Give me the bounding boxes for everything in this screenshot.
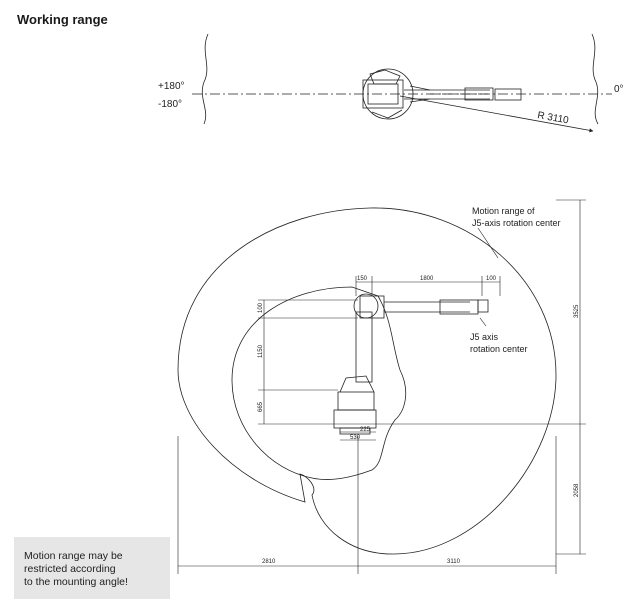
dim-base-height: 665 — [258, 401, 264, 412]
break-line-right — [591, 33, 599, 125]
radius-arrow — [399, 95, 594, 133]
dim-base-width: 530 — [350, 435, 361, 441]
mounting-note-text: Motion range may be restricted according… — [24, 550, 128, 588]
page-title: Working range — [17, 12, 108, 27]
side-view — [177, 199, 586, 574]
dimension-labels: 150 1800 100 100 1150 665 3525 2058 225 … — [258, 276, 580, 565]
radius-label: R 3110 — [536, 110, 569, 126]
zero-angle-label: 0° — [614, 84, 624, 95]
dim-arm-length: 1800 — [420, 276, 434, 282]
dim-upper-offset: 100 — [258, 302, 264, 313]
inner-motion-range — [231, 286, 407, 480]
dim-base-small: 225 — [360, 427, 371, 433]
minus-180-label: -180° — [158, 99, 182, 110]
top-view — [192, 33, 612, 133]
dimension-lines — [177, 199, 586, 574]
break-line-left — [201, 33, 209, 125]
dim-height-total: 3525 — [574, 304, 580, 318]
plus-180-label: +180° — [158, 81, 185, 92]
dim-wrist: 100 — [486, 276, 497, 282]
robot-side-view — [333, 293, 489, 435]
dim-top-offset: 150 — [357, 276, 368, 282]
dim-middle: 1150 — [258, 344, 264, 358]
dim-left-reach: 2810 — [262, 559, 276, 565]
mounting-note-box: Motion range may be restricted according… — [14, 537, 170, 599]
outer-motion-range — [177, 207, 557, 555]
dim-right-reach: 3110 — [447, 559, 461, 565]
dim-below-base: 2058 — [574, 483, 580, 497]
